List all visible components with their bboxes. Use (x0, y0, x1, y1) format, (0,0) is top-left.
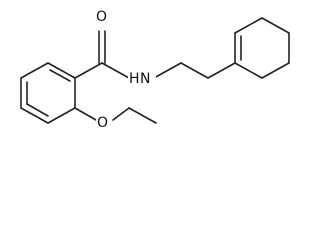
bond-ch2-to-cyclohexene (207, 62, 236, 79)
bond-carbonyl-to-n (101, 62, 130, 79)
chemical-structure-drawing: O H N O (20, 7, 290, 131)
amide-nitrogen-label-mask (128, 70, 156, 87)
bond-cyclohexene-e (261, 62, 290, 79)
amide-nitrogen-label: N (140, 71, 150, 87)
bond-ring-inner-1 (49, 69, 71, 82)
bond-ring-to-ether-o (74, 107, 97, 121)
bond-n-to-ch2 (153, 62, 182, 79)
carbonyl-oxygen-label: O (96, 9, 107, 25)
amide-hydrogen-label: H (129, 71, 140, 87)
bond-cyclohexene-c (261, 17, 290, 34)
bond-ch2-to-ch2 (180, 62, 209, 79)
bond-ring-d (20, 107, 49, 124)
bond-ring-to-carbonyl (74, 62, 103, 79)
bond-cyclohexene-b (234, 17, 263, 34)
ether-oxygen-label: O (97, 115, 108, 131)
structure-canvas: O H N O (20, 7, 290, 131)
bond-ring-f (20, 62, 49, 79)
carbonyl-oxygen-label-mask (95, 7, 110, 24)
bond-ring-a (47, 62, 76, 79)
bond-ethyl-ch2-ch3 (128, 107, 157, 124)
bond-cyclohexene-f (234, 62, 263, 79)
bond-ether-o-to-ch2 (112, 107, 130, 121)
ether-oxygen-label-mask (96, 114, 111, 131)
bond-ring-c (47, 107, 76, 124)
bond-ring-inner-2 (26, 103, 49, 117)
